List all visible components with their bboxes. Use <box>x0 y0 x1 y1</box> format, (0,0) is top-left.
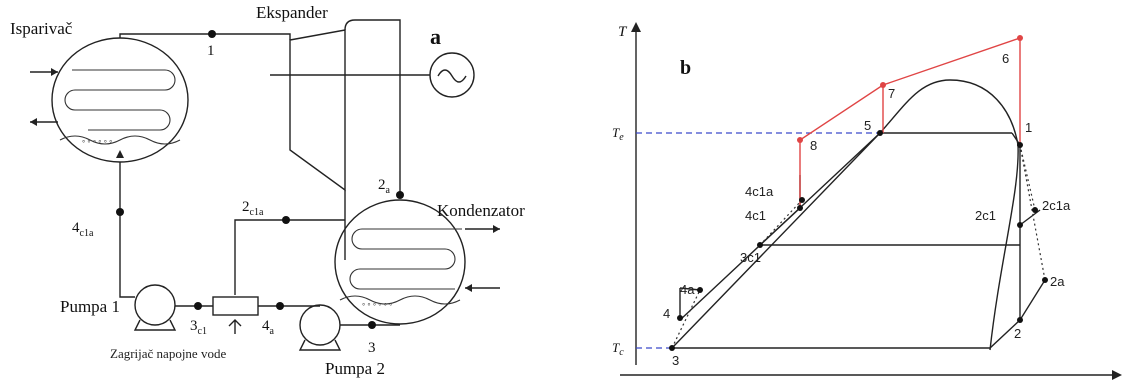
point-3c1-dot <box>194 302 202 310</box>
point-4a-dot <box>276 302 284 310</box>
generator-letter: a <box>430 24 441 49</box>
ts-label-6: 6 <box>1002 51 1009 66</box>
ts-point-2a <box>1042 277 1048 283</box>
point-3c1-label: 3c1 <box>190 318 207 337</box>
ts-label-4: 4 <box>663 306 670 321</box>
point-2c1a-dot <box>282 216 290 224</box>
point-3-label: 3 <box>368 340 376 356</box>
y-axis-label: T <box>618 24 628 40</box>
ts-point-8 <box>797 137 803 143</box>
ts-point-4c1a <box>799 197 805 203</box>
ts-point-4a <box>697 287 703 293</box>
point-2a-dot <box>396 191 404 199</box>
ts-label-2a: 2a <box>1050 274 1065 289</box>
ts-point-4 <box>677 315 683 321</box>
point-3-dot <box>368 321 376 329</box>
ts-point-2c1 <box>1017 222 1023 228</box>
panel-letter-b: b <box>680 57 691 79</box>
generator <box>429 52 475 98</box>
ts-label-3: 3 <box>672 353 679 368</box>
ts-label-4a: 4a <box>680 282 695 297</box>
ts-label-3c1: 3c1 <box>740 250 761 265</box>
ts-point-3 <box>669 345 675 351</box>
ts-state-points <box>669 35 1048 351</box>
ts-point-6 <box>1017 35 1023 41</box>
ts-label-8: 8 <box>810 138 817 153</box>
pump-1 <box>119 284 177 331</box>
ts-label-1: 1 <box>1025 120 1032 135</box>
ts-point-5 <box>877 130 883 136</box>
te-label: Te <box>612 125 624 143</box>
pump-1-label: Pumpa 1 <box>60 297 120 316</box>
ts-point-2 <box>1017 317 1023 323</box>
ts-label-4c1: 4c1 <box>745 208 766 223</box>
svg-text:° ° ° ° ° °: ° ° ° ° ° ° <box>362 302 392 311</box>
point-4a-label: 4a <box>262 318 275 337</box>
ts-label-2: 2 <box>1014 326 1021 341</box>
ts-point-4c1 <box>797 205 803 211</box>
ts-diagram: T b Te Tc <box>612 22 1122 380</box>
ts-label-5: 5 <box>864 118 871 133</box>
point-4c1a-label: 4c1a <box>72 220 94 239</box>
ts-label-7: 7 <box>888 86 895 101</box>
condenser-label: Kondenzator <box>437 201 525 220</box>
pump-2-label: Pumpa 2 <box>325 359 385 378</box>
point-2c1a-label: 2c1a <box>242 199 264 218</box>
ts-point-2c1a <box>1032 207 1038 213</box>
point-4c1a-dot <box>116 208 124 216</box>
condenser: ° ° ° ° ° ° <box>334 199 500 325</box>
pump-2 <box>298 304 400 351</box>
evaporator-label: Isparivač <box>10 19 73 38</box>
point-1-label: 1 <box>207 43 215 59</box>
ts-point-7 <box>880 82 886 88</box>
tc-label: Tc <box>612 340 624 358</box>
ts-label-2c1a: 2c1a <box>1042 198 1071 213</box>
point-2a-label: 2a <box>378 177 391 196</box>
svg-text:° ° ° ° ° °: ° ° ° ° ° ° <box>82 139 112 148</box>
ts-point-3c1 <box>757 242 763 248</box>
point-1-dot <box>208 30 216 38</box>
feedwater-heater-label: Zagrijač napojne vode <box>110 346 226 361</box>
expander-label: Ekspander <box>256 3 328 22</box>
expander <box>270 19 430 260</box>
plant-schematic: ° ° ° ° ° ° Isparivač 1 Ekspander a 2a <box>10 3 525 378</box>
ts-point-1 <box>1017 142 1023 148</box>
ts-label-4c1a: 4c1a <box>745 184 774 199</box>
ts-label-2c1: 2c1 <box>975 208 996 223</box>
evaporator: ° ° ° ° ° ° <box>30 37 189 163</box>
